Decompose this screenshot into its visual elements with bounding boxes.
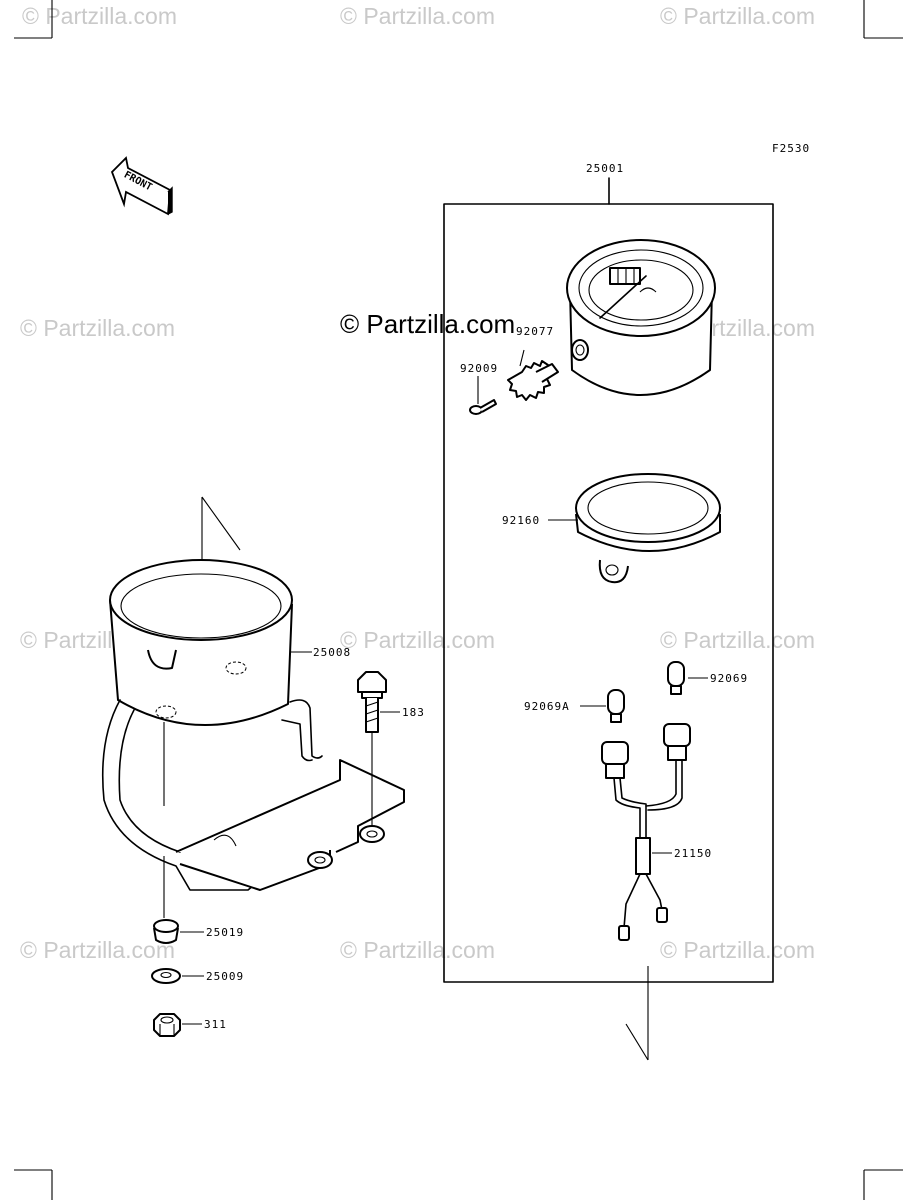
wiring-harness-icon: 21150 bbox=[601, 723, 712, 941]
grommet-icon: 25019 bbox=[153, 919, 244, 944]
label-25001: 25001 bbox=[586, 162, 624, 175]
watermark: © Partzilla.com bbox=[660, 627, 815, 653]
washer-icon: 25009 bbox=[151, 968, 244, 984]
bulb-icon: 92069A bbox=[524, 689, 625, 723]
label-21150: 21150 bbox=[674, 847, 712, 860]
watermark: © Partzilla.com bbox=[340, 3, 495, 29]
watermark: © Partzilla.com bbox=[660, 3, 815, 29]
front-arrow-icon: FRONT bbox=[110, 156, 173, 216]
watermark: © Partzilla.com bbox=[20, 315, 175, 341]
screw-icon: 92009 bbox=[460, 362, 498, 415]
label-25008: 25008 bbox=[313, 646, 351, 659]
label-92069: 92069 bbox=[710, 672, 748, 685]
bezel-ring-icon: 92160 bbox=[502, 473, 721, 584]
meter-gauge-icon bbox=[566, 239, 716, 396]
label-25019: 25019 bbox=[206, 926, 244, 939]
label-92069a: 92069A bbox=[524, 700, 570, 713]
watermark: © Partzilla.com bbox=[22, 3, 177, 29]
watermark: © Partzilla.com bbox=[20, 937, 175, 963]
label-92160: 92160 bbox=[502, 514, 540, 527]
label-92009: 92009 bbox=[460, 362, 498, 375]
figure-code: F2530 bbox=[772, 142, 810, 155]
nut-icon: 311 bbox=[153, 1013, 227, 1037]
bolt-icon: 183 bbox=[357, 671, 425, 826]
meter-bracket-icon: 25008 bbox=[101, 496, 405, 891]
watermark-center: © Partzilla.com bbox=[340, 309, 515, 339]
label-311: 311 bbox=[204, 1018, 227, 1031]
drive-gear-icon: 92077 bbox=[507, 325, 559, 401]
meter-assembly-box: 25001 bbox=[443, 162, 774, 983]
crop-marks bbox=[14, 0, 903, 1200]
label-25009: 25009 bbox=[206, 970, 244, 983]
watermark: © Partzilla.com bbox=[660, 937, 815, 963]
watermark: © Partzilla.com bbox=[340, 937, 495, 963]
leader-line bbox=[625, 1023, 649, 1061]
watermark: © Partzilla.com bbox=[340, 627, 495, 653]
bulb-icon: 92069 bbox=[667, 661, 748, 695]
label-92077: 92077 bbox=[516, 325, 554, 338]
label-183: 183 bbox=[402, 706, 425, 719]
